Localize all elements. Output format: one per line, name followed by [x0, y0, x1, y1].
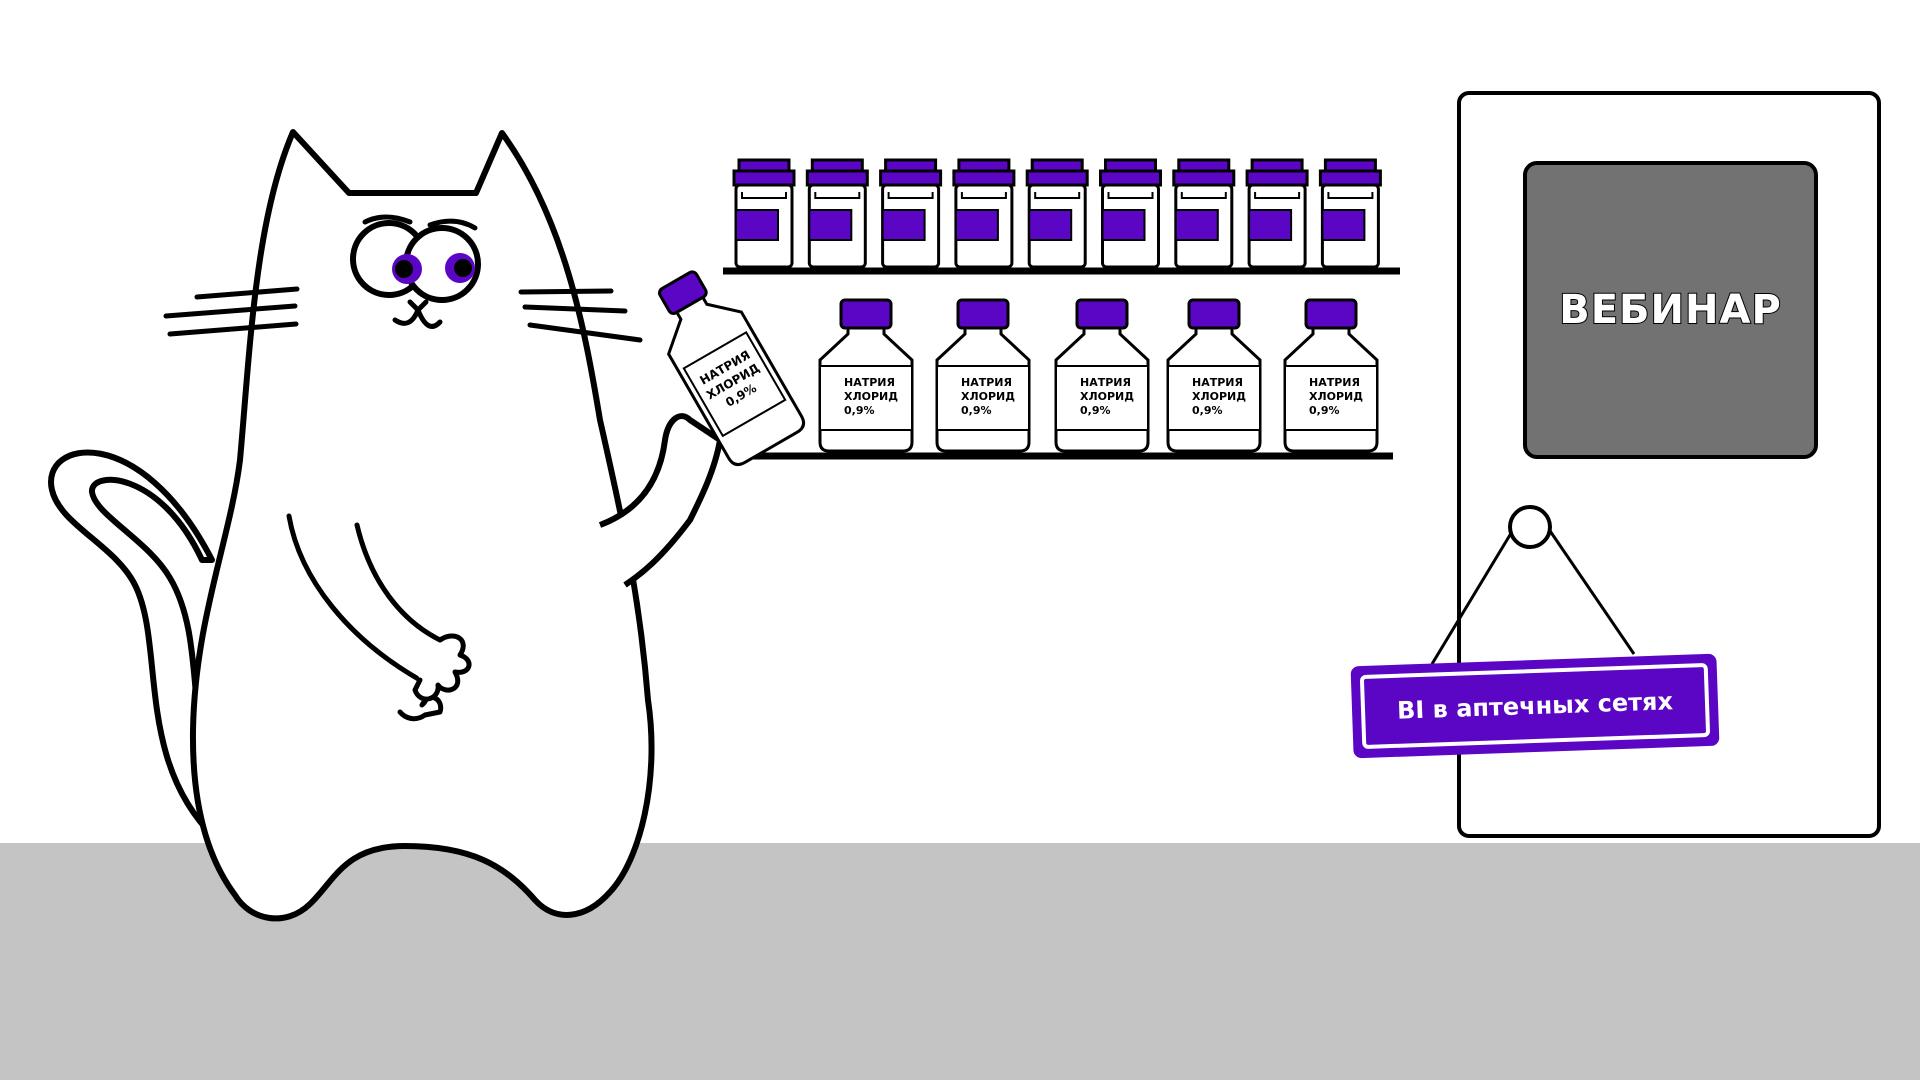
jar: [805, 158, 869, 269]
sign-hanger: [1430, 505, 1636, 665]
held-bottle: НАТРИЯ ХЛОРИД 0,9%: [658, 270, 806, 467]
hang-sign: BI в аптечных сетях: [1350, 653, 1720, 759]
jar: [1025, 158, 1089, 269]
bottle-label-line: НАТРИЯ: [1192, 376, 1243, 389]
bottle-label-line: 0,9%: [1309, 404, 1340, 417]
bottle-label-line: 0,9%: [961, 404, 992, 417]
jar: [732, 158, 796, 269]
cat-eyes: [350, 214, 481, 303]
bottle-label-line: ХЛОРИД: [844, 390, 898, 403]
cat-body: [189, 129, 655, 922]
cat-paw: [354, 522, 472, 702]
cat: [48, 129, 723, 922]
bottle-label-line: НАТРИЯ: [1309, 376, 1360, 389]
hang-sign-text: BI в аптечных сетях: [1396, 687, 1674, 725]
cat-mouth: [392, 299, 443, 329]
jar-row: [732, 158, 1382, 269]
bottle-label-line: НАТРИЯ: [844, 376, 895, 389]
bottle-label-line: ХЛОРИД: [1192, 390, 1246, 403]
jar: [879, 158, 943, 269]
jar: [1318, 158, 1382, 269]
jar: [952, 158, 1016, 269]
door-window: ВЕБИНАР: [1523, 161, 1818, 459]
hang-sign-frame: BI в аптечных сетях: [1359, 662, 1711, 750]
bottle-label-line: НАТРИЯ: [1080, 376, 1131, 389]
bottle-label-line: 0,9%: [844, 404, 875, 417]
bottle-row: НАТРИЯХЛОРИД0,9%НАТРИЯХЛОРИД0,9%НАТРИЯХЛ…: [818, 298, 1379, 453]
door-window-title: ВЕБИНАР: [1558, 286, 1782, 334]
bottle-label-line: 0,9%: [1192, 404, 1223, 417]
jar: [1172, 158, 1236, 269]
bottle-label-line: 0,9%: [1080, 404, 1111, 417]
bottle-label-line: НАТРИЯ: [961, 376, 1012, 389]
bottle-label-line: ХЛОРИД: [1309, 390, 1363, 403]
cat-whiskers: [163, 286, 643, 343]
bottle-label-line: ХЛОРИД: [961, 390, 1015, 403]
jar: [1099, 158, 1162, 269]
jar: [1245, 158, 1309, 269]
hook-icon: [1508, 505, 1552, 549]
bottle-label-line: ХЛОРИД: [1080, 390, 1134, 403]
